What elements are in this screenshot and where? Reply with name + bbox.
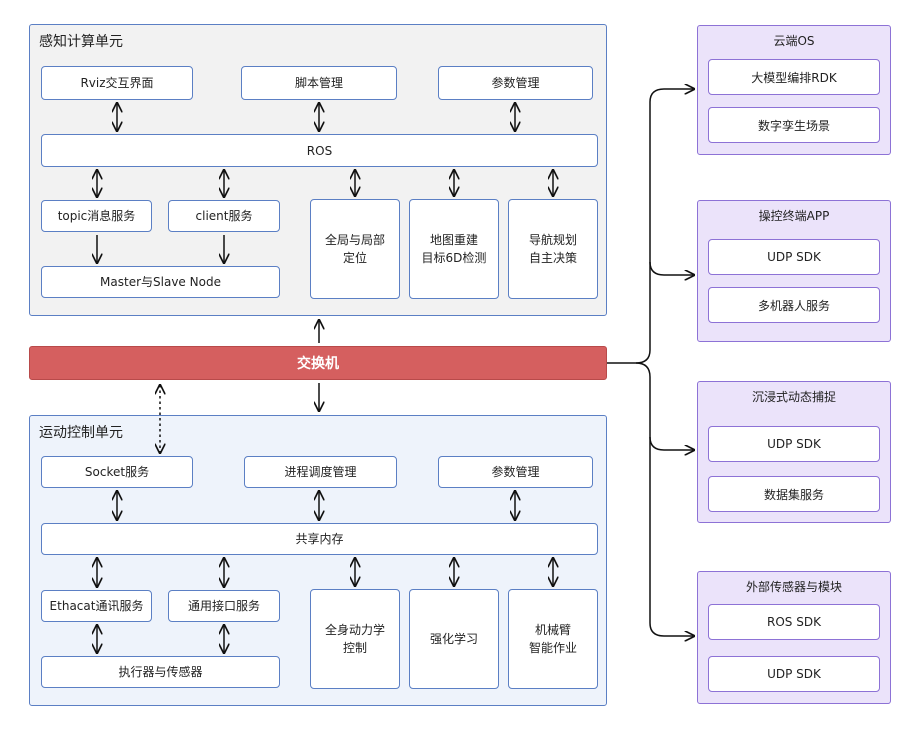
cloud-item-rdk: 大模型编排RDK (708, 59, 880, 95)
topic-label: topic消息服务 (57, 209, 136, 223)
cloud-os-panel: 云端OS 大模型编排RDK 数字孪生场景 (697, 25, 891, 155)
shared-memory-box: 共享内存 (41, 523, 598, 555)
rl-box: 强化学习 (409, 589, 499, 689)
generic-interface-box: 通用接口服务 (168, 590, 280, 622)
localization-box: 全局与局部 定位 (310, 199, 400, 299)
client-box: client服务 (168, 200, 280, 232)
connector-lower-trunk (635, 362, 694, 636)
sensors-item-ros: ROS SDK (708, 604, 880, 640)
perception-unit-title: 感知计算单元 (39, 34, 123, 50)
cloud-item-digital-twin-label: 数字孪生场景 (757, 118, 830, 133)
mapping-line1: 地图重建 (429, 233, 478, 247)
terminal-item-udp: UDP SDK (708, 239, 880, 275)
master-slave-label: Master与Slave Node (100, 275, 221, 289)
socket-label: Socket服务 (84, 465, 150, 479)
capture-item-udp: UDP SDK (708, 426, 880, 462)
terminal-app-panel: 操控终端APP UDP SDK 多机器人服务 (697, 200, 891, 342)
connector-to-capture (649, 436, 694, 450)
localization-line2: 定位 (342, 251, 367, 265)
ros-box: ROS (41, 134, 598, 167)
socket-box: Socket服务 (41, 456, 193, 488)
arm-line2: 智能作业 (528, 641, 577, 655)
arm-box: 机械臂 智能作业 (508, 589, 598, 689)
dynamics-line2: 控制 (342, 641, 367, 655)
sensors-title: 外部传感器与模块 (745, 580, 842, 594)
rviz-label: Rviz交互界面 (80, 76, 154, 90)
connector-switch-trunk (607, 89, 694, 364)
motion-param-mgmt-label: 参数管理 (491, 465, 540, 479)
client-label: client服务 (195, 209, 253, 223)
sensors-item-udp: UDP SDK (708, 656, 880, 692)
cloud-item-rdk-label: 大模型编排RDK (751, 70, 837, 85)
sensors-panel: 外部传感器与模块 ROS SDK UDP SDK (697, 571, 891, 704)
perception-param-mgmt-label: 参数管理 (491, 76, 540, 90)
switch-label: 交换机 (297, 356, 339, 372)
shared-memory-label: 共享内存 (295, 532, 344, 546)
cloud-os-title: 云端OS (773, 34, 815, 48)
terminal-app-title: 操控终端APP (758, 209, 830, 223)
ethacat-label: Ethacat通讯服务 (49, 599, 144, 613)
terminal-item-udp-label: UDP SDK (767, 250, 821, 264)
script-mgmt-box: 脚本管理 (241, 66, 397, 100)
generic-interface-label: 通用接口服务 (187, 599, 260, 613)
capture-title: 沉浸式动态捕捉 (751, 390, 836, 404)
process-mgmt-label: 进程调度管理 (284, 465, 357, 479)
mapping-line2: 目标6D检测 (421, 251, 487, 265)
localization-line1: 全局与局部 (324, 233, 385, 247)
dynamics-box: 全身动力学 控制 (310, 589, 400, 689)
master-slave-box: Master与Slave Node (41, 266, 280, 298)
capture-item-dataset: 数据集服务 (708, 476, 880, 512)
process-mgmt-box: 进程调度管理 (244, 456, 397, 488)
capture-item-udp-label: UDP SDK (767, 437, 821, 451)
actuators-box: 执行器与传感器 (41, 656, 280, 688)
capture-item-dataset-label: 数据集服务 (763, 487, 824, 502)
cloud-item-digital-twin: 数字孪生场景 (708, 107, 880, 143)
navigation-line2: 自主决策 (528, 251, 577, 265)
ros-label: ROS (306, 143, 333, 158)
motion-param-mgmt-box: 参数管理 (438, 456, 593, 488)
navigation-box: 导航规划 自主决策 (508, 199, 598, 299)
capture-panel: 沉浸式动态捕捉 UDP SDK 数据集服务 (697, 381, 891, 523)
ethacat-box: Ethacat通讯服务 (41, 590, 152, 622)
sensors-item-udp-label: UDP SDK (767, 667, 821, 681)
terminal-item-multi-robot-label: 多机器人服务 (757, 298, 830, 313)
topic-box: topic消息服务 (41, 200, 152, 232)
motion-unit-title: 运动控制单元 (39, 425, 123, 441)
connector-to-terminal (649, 261, 694, 275)
sensors-item-ros-label: ROS SDK (767, 615, 821, 629)
rl-label: 强化学习 (429, 632, 478, 646)
switch-bar: 交换机 (29, 346, 607, 380)
perception-param-mgmt-box: 参数管理 (438, 66, 593, 100)
actuators-label: 执行器与传感器 (118, 665, 203, 679)
arm-line1: 机械臂 (534, 623, 571, 637)
rviz-box: Rviz交互界面 (41, 66, 193, 100)
script-mgmt-label: 脚本管理 (294, 76, 343, 90)
terminal-item-multi-robot: 多机器人服务 (708, 287, 880, 323)
navigation-line1: 导航规划 (528, 233, 577, 247)
mapping-box: 地图重建 目标6D检测 (409, 199, 499, 299)
dynamics-line1: 全身动力学 (324, 623, 385, 637)
